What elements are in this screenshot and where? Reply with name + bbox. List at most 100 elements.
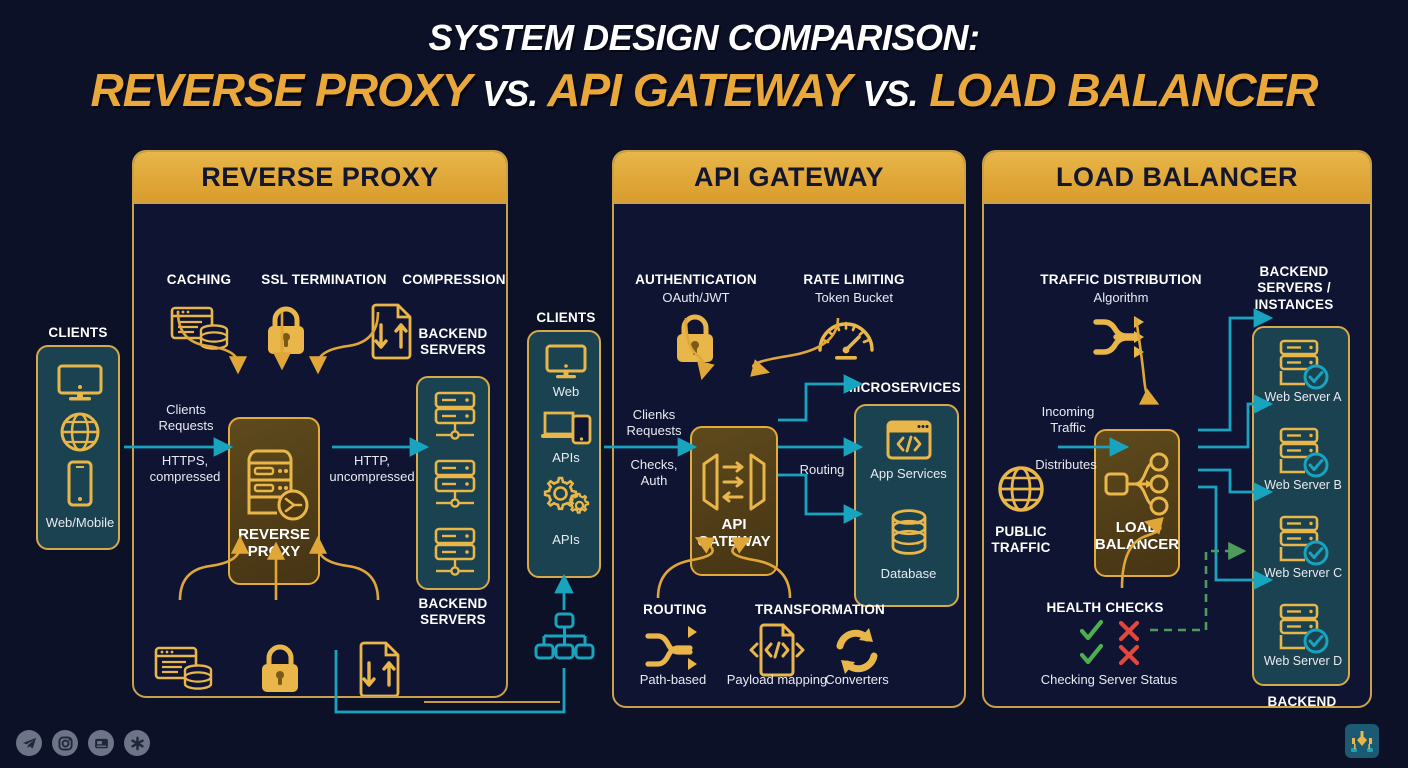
ag-bottom-sub-path: Path-based [639,672,707,687]
code-file-icon [742,622,810,678]
rp-backend-title-top: BACKEND SERVERS [418,326,488,357]
rp-in-label-clients: Clients Requests [158,402,214,434]
lb-server-label-d: Web Server D [1263,654,1343,668]
phone-icon [65,460,95,508]
server-rack-icon [431,526,479,584]
reverse-proxy-core-label: REVERSE PROXY [238,526,310,561]
rp-backend-servers-box [416,376,490,590]
api-gateway-core-label: API GATEWAY [697,516,771,550]
lb-in-label-distributes: Distributes [1035,457,1097,472]
title-line-2: REVERSE PROXY VS. API GATEWAY VS. LOAD B… [0,64,1408,117]
panel-load-balancer: LOAD BALANCER TRAFFIC DISTRIBUTION Algor… [982,150,1372,708]
lb-server-label-c: Web Server C [1263,566,1343,580]
clients-left-title: CLIENTS [48,325,108,340]
rp-core-label-2: PROXY [247,543,301,560]
instagram-icon[interactable] [52,730,78,756]
asterisk-icon[interactable] [124,730,150,756]
panel-reverse-proxy-header: REVERSE PROXY [134,152,506,204]
clients-mid-title: CLIENTS [536,310,596,325]
rp-feature-compression-label: COMPRESSION [402,272,506,287]
server-rack-icon [431,390,479,448]
rp-in-label-https: HTTPS, compressed [149,453,221,485]
panel-reverse-proxy: REVERSE PROXY CACHING SSL TERMINATION CO… [132,150,508,698]
title-load-balancer: LOAD BALANCER [929,63,1318,116]
server-check-icon [1278,602,1330,654]
rp-feature-ssl-label: SSL TERMINATION [261,272,387,287]
brand-logo-icon [1345,724,1379,758]
lb-server-label-a: Web Server A [1264,390,1342,404]
cache-window-db-icon [154,644,216,696]
lb-traffic-distribution-label: TRAFFIC DISTRIBUTION [1040,272,1202,287]
lb-in-label-incoming: Incoming Traffic [1041,404,1095,436]
lock-icon [671,312,719,366]
title-vs-2: VS. [862,72,918,114]
rp-core-label-1: REVERSE [238,526,310,544]
check-icon [1078,643,1104,667]
lock-icon [262,304,310,358]
title-api-gateway: API GATEWAY [547,63,851,116]
panel-load-balancer-body: TRAFFIC DISTRIBUTION Algorithm LOAD BALA… [984,204,1370,706]
api-gateway-core-node: API GATEWAY [690,426,778,576]
ag-microservice-label-db: Database [880,566,937,581]
clients-left-box: Web/Mobile [36,345,120,550]
gears-icon [541,474,591,518]
lb-backend-title-top: BACKEND SERVERS / INSTANCES [1254,264,1334,312]
ag-bottom-label-transformation: TRANSFORMATION [754,602,886,617]
sitemap-icon [533,612,595,668]
database-icon [890,508,928,558]
globe-icon [996,464,1046,514]
ag-microservices-box: App Services Database [854,404,959,607]
server-check-icon [1278,426,1330,478]
clients-left-caption: Web/Mobile [45,515,115,530]
ag-bottom-label-routing: ROUTING [643,602,707,617]
clients-mid-label-web: Web [552,384,580,399]
lb-server-label-b: Web Server B [1264,478,1342,492]
lb-health-checks-label: HEALTH CHECKS [1046,600,1164,615]
server-check-icon [1278,338,1330,390]
cache-window-db-icon [170,304,232,356]
panel-api-gateway: API GATEWAY AUTHENTICATION OAuth/JWT RAT… [612,150,966,708]
ag-bottom-sub-payload: Payload mapping [726,672,828,687]
ag-feature-rate-sub: Token Bucket [814,290,894,305]
lb-health-checks-sub: Checking Server Status [1040,672,1178,687]
lb-backend-servers-box: Web Server A Web Server B Web Server C W… [1252,326,1350,686]
title-reverse-proxy: REVERSE PROXY [90,63,472,116]
cross-icon [1116,619,1142,643]
rp-out-label-http: HTTP, uncompressed [329,453,415,485]
reverse-proxy-core-node: REVERSE PROXY [228,417,320,585]
load-balancer-core-node: LOAD BALANCER [1094,429,1180,577]
laptop-phone-icon [539,408,593,448]
ag-feature-auth-label: AUTHENTICATION [635,272,757,287]
ag-in-label-clients: Clienks Requests [626,407,682,439]
lock-icon [256,642,304,696]
ag-feature-auth-sub: OAuth/JWT [662,290,730,305]
shuffle-icon [644,626,706,676]
monitor-icon [544,344,588,382]
page-title: SYSTEM DESIGN COMPARISON: REVERSE PROXY … [0,18,1408,116]
monitor-icon [56,363,104,403]
code-window-icon [886,420,932,462]
telegram-icon[interactable] [16,730,42,756]
title-line-1: SYSTEM DESIGN COMPARISON: [428,17,980,58]
lb-backend-title-bottom: BACKEND SERVERS / INSTANCES [1267,694,1337,708]
panel-reverse-proxy-title: REVERSE PROXY [201,161,439,192]
clients-mid-box: Web APIs APIs [527,330,601,578]
check-icon [1078,619,1104,643]
panel-api-gateway-title: API GATEWAY [693,161,885,192]
compress-file-icon [350,640,404,696]
distribute-nodes-icon [1102,452,1172,516]
server-rack-icon [431,458,479,516]
gauge-icon [815,312,877,366]
ag-microservice-label-app: App Services [870,466,947,481]
chat-icon[interactable] [88,730,114,756]
rp-feature-caching-label: CACHING [166,272,232,287]
clients-mid-label-apis-2: APIs [552,532,580,547]
ag-out-label-routing: Routing [799,462,845,477]
globe-icon [58,410,102,454]
cross-icon [1116,643,1142,667]
lb-public-traffic-label: PUBLIC TRAFFIC [991,524,1051,555]
title-vs-1: VS. [482,72,538,114]
gateway-doors-icon [697,451,771,513]
convert-arrows-icon [828,624,886,678]
